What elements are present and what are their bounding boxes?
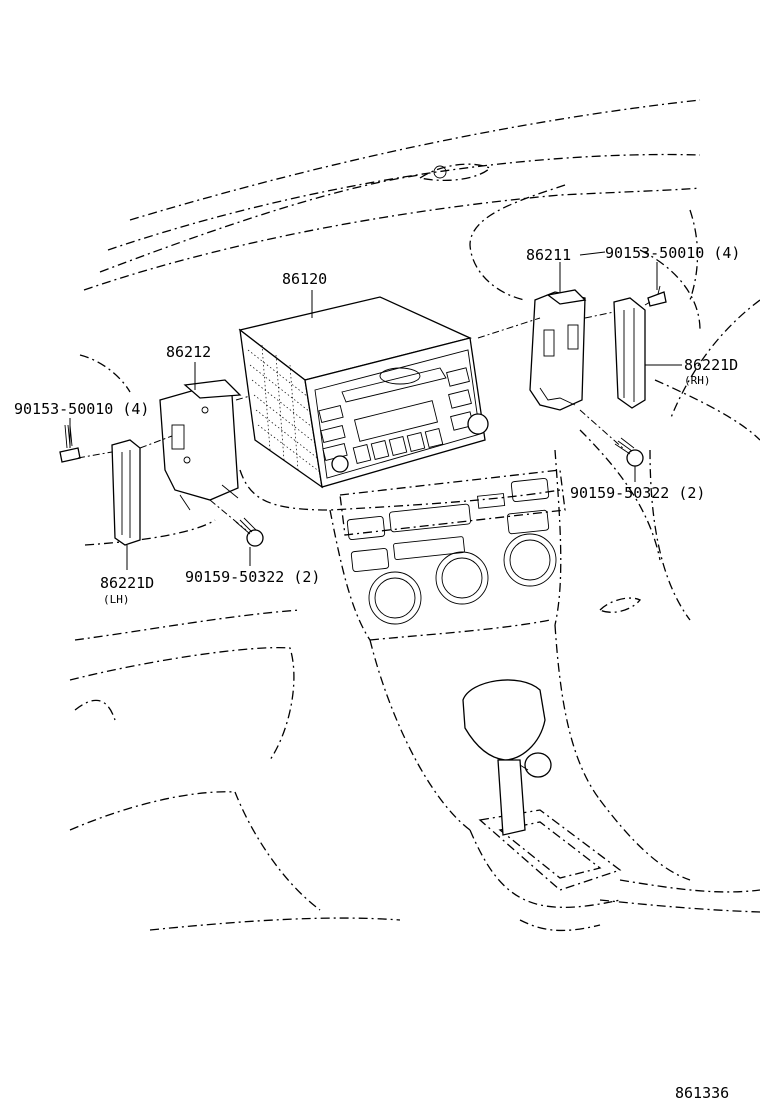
preset-buttons xyxy=(352,427,444,465)
bolt-90159-right xyxy=(614,437,644,467)
part-labels: 86120 86212 86211 90153-50010 (4) 90153-… xyxy=(14,244,740,1102)
label-screw-right: 90153-50010 (4) xyxy=(605,244,740,262)
label-bolt-left: 90159-50322 (2) xyxy=(185,568,320,586)
screw-90153-right xyxy=(647,285,667,307)
power-knob xyxy=(331,455,349,473)
label-bolt-right: 90159-50322 (2) xyxy=(570,484,705,502)
label-cover-left: 86221D xyxy=(100,574,154,592)
dashboard-outline xyxy=(69,99,760,932)
label-cover-right-side: (RH) xyxy=(684,374,711,387)
climate-control-panel xyxy=(339,469,566,625)
bolt-90159-left xyxy=(235,517,264,547)
bracket-86211-right xyxy=(529,289,587,411)
radio-receiver-86120 xyxy=(238,296,489,489)
cover-86221D-left xyxy=(111,439,141,546)
label-bracket-right: 86211 xyxy=(526,246,571,264)
label-bracket-left: 86212 xyxy=(166,343,211,361)
leader-lines xyxy=(69,251,682,570)
cover-86221D-right xyxy=(613,297,646,409)
volume-knob xyxy=(467,413,489,435)
figure-number: 861336 xyxy=(675,1084,729,1102)
label-cover-right: 86221D xyxy=(684,356,738,374)
bracket-86212-left xyxy=(159,379,242,511)
shift-lever xyxy=(462,679,552,836)
label-cover-left-side: (LH) xyxy=(103,593,130,606)
label-screw-left: 90153-50010 (4) xyxy=(14,400,149,418)
label-radio-receiver: 86120 xyxy=(282,270,327,288)
